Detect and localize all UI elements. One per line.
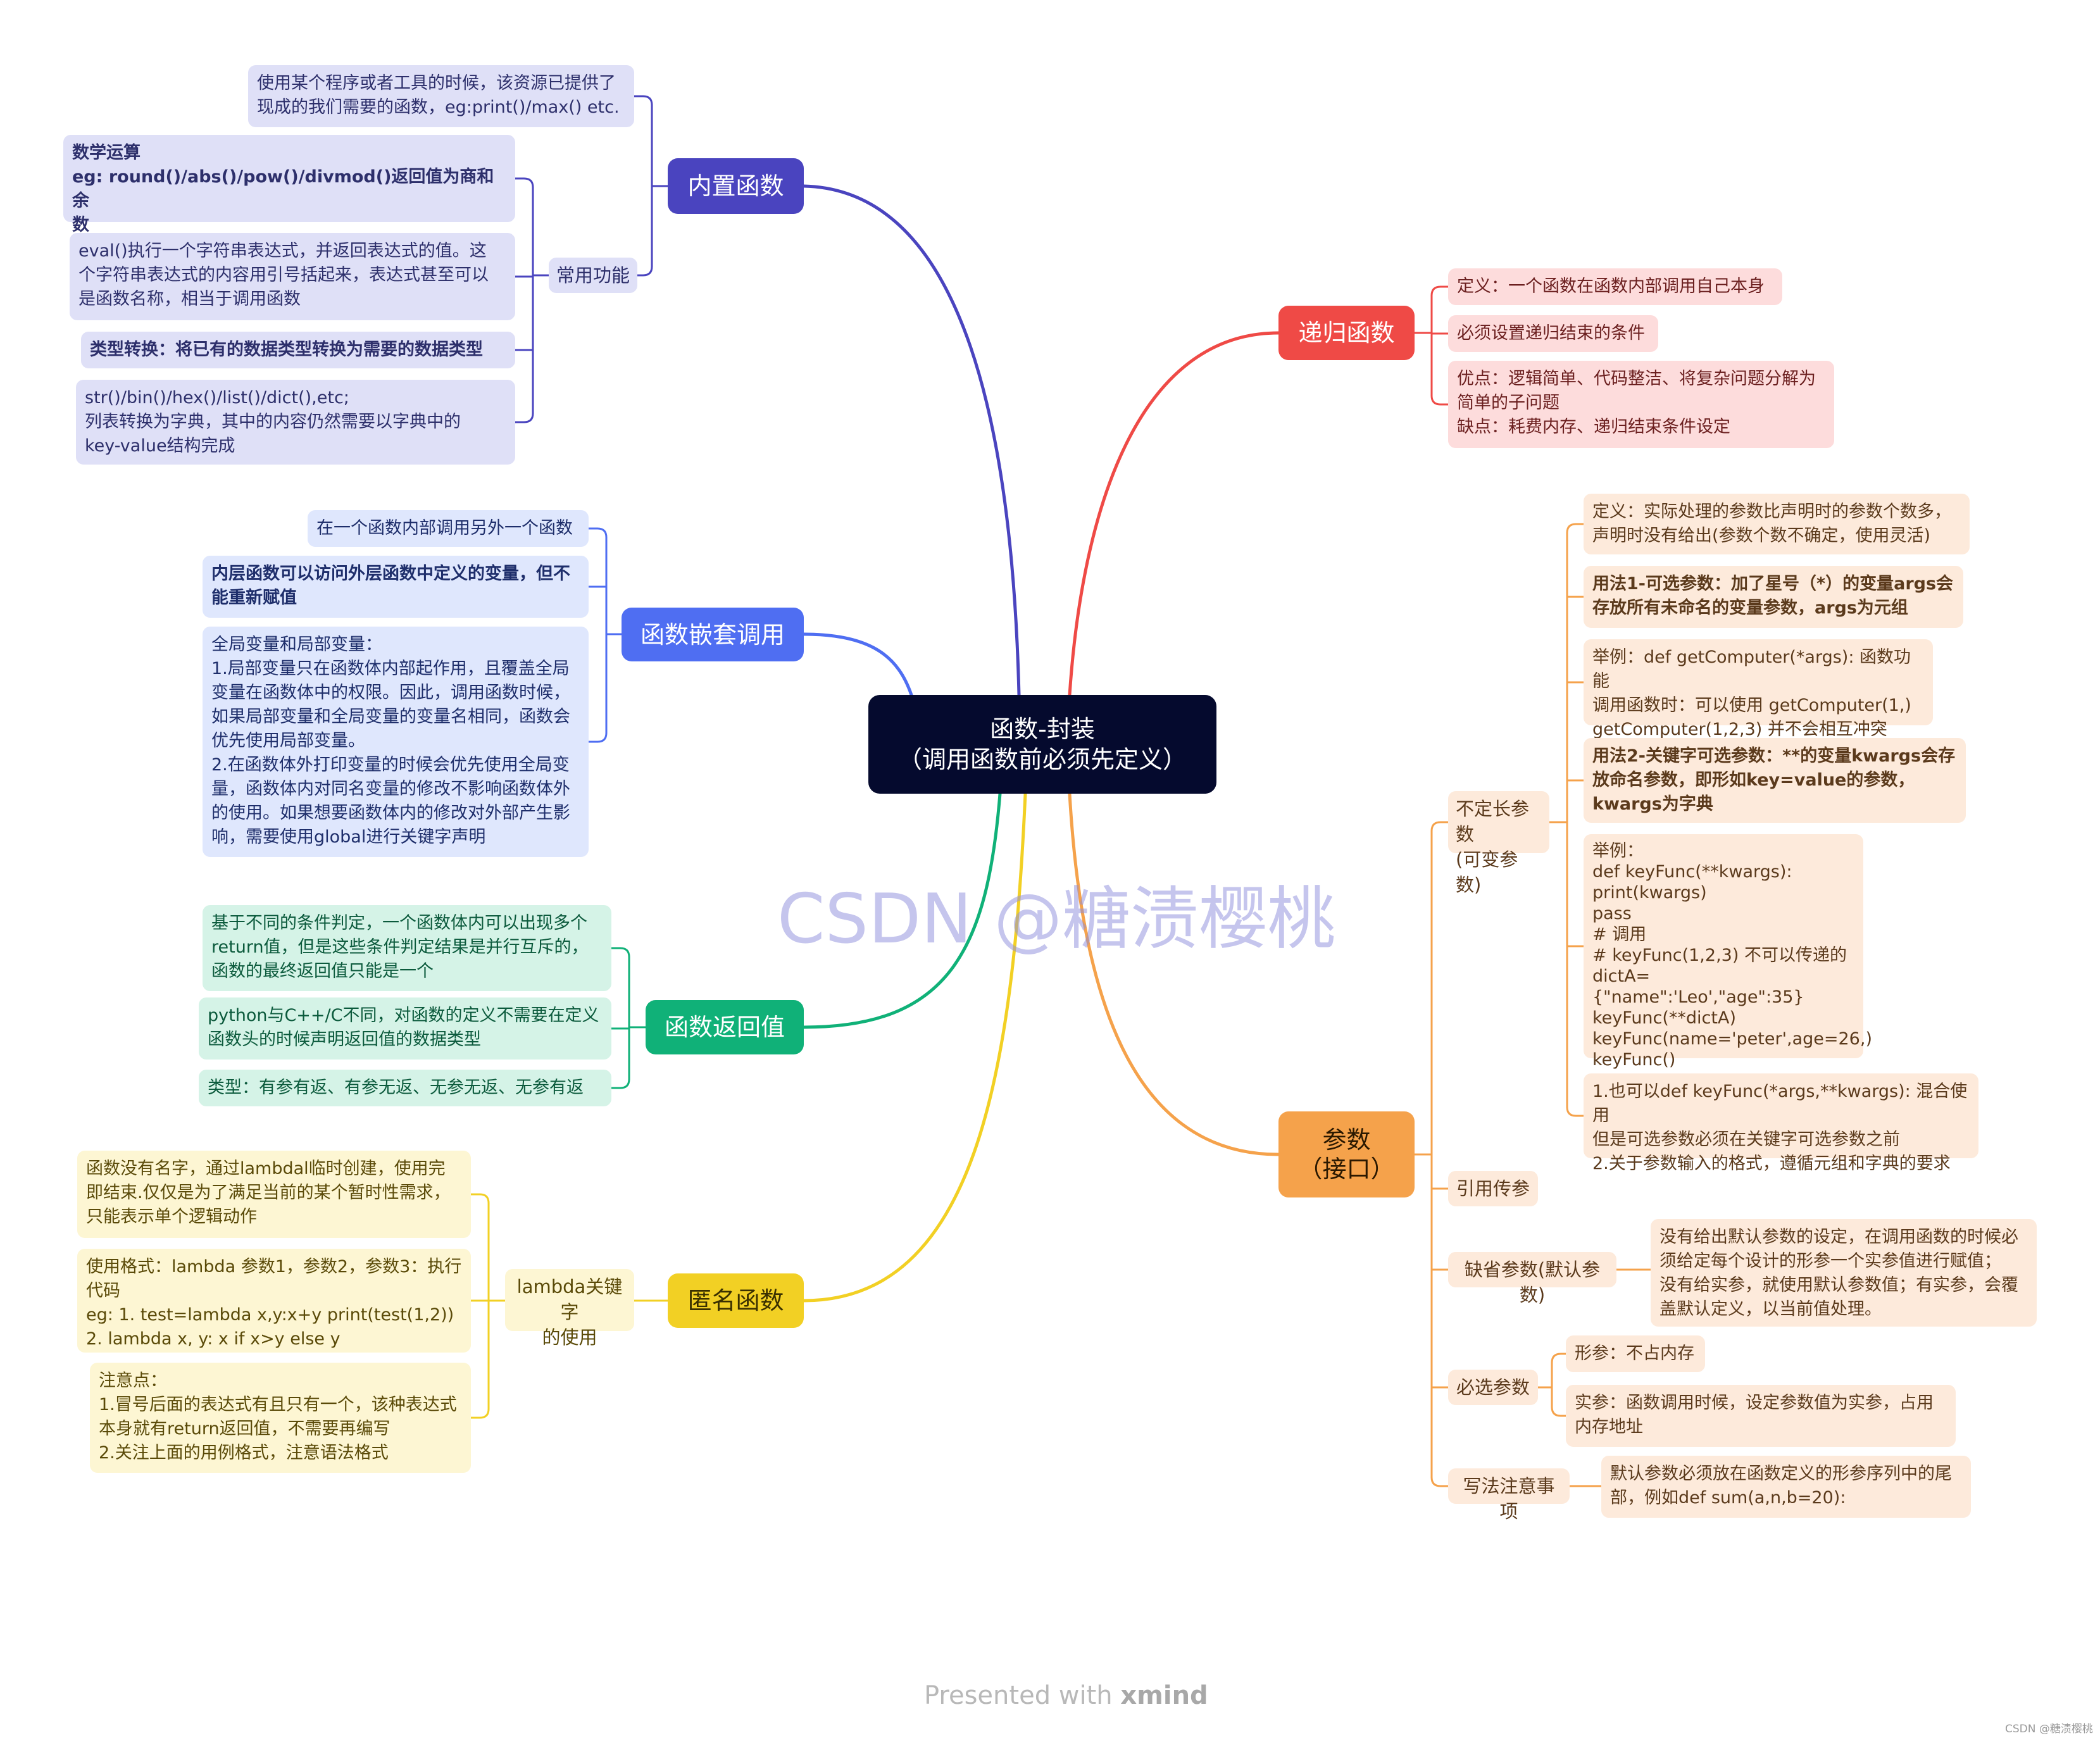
return-types[interactable]: 类型：有参有返、有参无返、无参无返、无参有返 (199, 1070, 611, 1106)
params-actual[interactable]: 实参：函数调用时候，设定参数值为实参，占用 内存地址 (1566, 1385, 1956, 1447)
footer-brand: xmind (1120, 1681, 1208, 1710)
parameters-subtitle: （接口） (1298, 1155, 1395, 1183)
link-nested-branch-0 (587, 527, 608, 539)
link-return-branch-0 (610, 947, 630, 958)
recursion-pros-cons[interactable]: 优点：逻辑简单、代码整洁、将复杂问题分解为 简单的子问题 缺点：耗费内存、递归结… (1448, 361, 1834, 448)
builtin-eval[interactable]: eval()执行一个字符串表达式，并返回表达式的值。这 个字符串表达式的内容用引… (70, 233, 515, 320)
link-anon-branch-0 (470, 1193, 490, 1204)
link-recursion-branch-2 (1430, 394, 1449, 406)
params-reference-label[interactable]: 引用传参 (1448, 1171, 1538, 1206)
link-nested-branch-2 (587, 732, 608, 743)
params-notes-desc[interactable]: 默认参数必须放在函数定义的形参序列中的尾 部，例如def sum(a,n,b=2… (1601, 1456, 1971, 1518)
params-default-desc[interactable]: 没有给出默认参数的设定，在调用函数的时候必 须给定每个设计的形参一个实参值进行赋… (1651, 1219, 2037, 1327)
root-title: 函数-封装 (990, 715, 1095, 743)
params-var-args[interactable]: 用法1-可选参数：加了星号（*）的变量args会 存放所有未命名的变量参数，ar… (1584, 566, 1963, 628)
params-var-mix[interactable]: 1.也可以def keyFunc(*args,**kwargs): 混合使用 但… (1584, 1073, 1978, 1173)
params-var-def[interactable]: 定义：实际处理的参数比声明时的参数个数多， 声明时没有给出(参数个数不确定，使用… (1584, 494, 1970, 554)
link-builtin-branch-0 (633, 95, 653, 106)
link-root-recursion (1068, 331, 1280, 697)
builtin-desc[interactable]: 使用某个程序或者工具的时候，该资源已提供了 现成的我们需要的函数，eg:prin… (248, 65, 634, 127)
params-formal[interactable]: 形参：不占内存 (1566, 1335, 1705, 1372)
root-subtitle: （调用函数前必须先定义） (897, 746, 1187, 773)
parameters-title: 参数 (1322, 1126, 1371, 1154)
nested-call[interactable]: 在一个函数内部调用另外一个函数 (308, 510, 589, 547)
link-var-branch-5 (1566, 1106, 1585, 1117)
topic-nested-call[interactable]: 函数嵌套调用 (622, 608, 804, 661)
anon-notes[interactable]: 注意点： 1.冒号后面的表达式有且只有一个，该种表达式 本身就有return返回… (90, 1363, 471, 1473)
link-root-anon (802, 792, 1027, 1303)
link-recursion-branch-0 (1430, 285, 1449, 297)
recursion-def[interactable]: 定义：一个函数在函数内部调用自己本身 (1448, 268, 1782, 305)
watermark: CSDN @糖渍樱桃 (777, 880, 1336, 959)
return-multi[interactable]: 基于不同的条件判定，一个函数体内可以出现多个 return值，但是这些条件判定结… (203, 905, 611, 991)
link-common-branch-0 (514, 177, 534, 189)
link-params-branch-4 (1430, 1476, 1449, 1487)
link-var-branch-0 (1566, 523, 1585, 534)
link-root-builtin (802, 184, 1021, 697)
topic-return-value[interactable]: 函数返回值 (646, 1000, 804, 1054)
footer-prefix: Presented with (924, 1681, 1121, 1710)
link-params-branch-0 (1430, 821, 1449, 832)
params-var-kwargs[interactable]: 用法2-关键字可选参数：**的变量kwargs会存 放命名参数，即形如key=v… (1584, 738, 1966, 823)
recursion-end[interactable]: 必须设置递归结束的条件 (1448, 315, 1658, 352)
link-root-nested (802, 632, 913, 697)
link-root-params (1068, 792, 1280, 1156)
root-topic[interactable]: 函数-封装 （调用函数前必须先定义） (868, 695, 1216, 794)
nested-inner[interactable]: 内层函数可以访问外层函数中定义的变量，但不 能重新赋值 (203, 556, 589, 618)
link-root-return (802, 792, 1002, 1029)
link-return-branch-2 (610, 1078, 630, 1089)
anon-noname[interactable]: 函数没有名字，通过lambdal临时创建，使用完 即结束.仅仅是为了满足当前的某… (77, 1151, 471, 1238)
topic-parameters[interactable]: 参数 （接口） (1278, 1111, 1415, 1197)
nested-scope[interactable]: 全局变量和局部变量： 1.局部变量只在函数体内部起作用，且覆盖全局 变量在函数体… (203, 627, 589, 857)
params-variable-label[interactable]: 不定长参数 (可变参数) (1448, 791, 1549, 896)
topic-anonymous[interactable]: 匿名函数 (668, 1273, 804, 1328)
anon-usage-label[interactable]: lambda关键字 的使用 (505, 1269, 634, 1348)
params-default-label[interactable]: 缺省参数(默认参数) (1448, 1252, 1616, 1306)
topic-builtin[interactable]: 内置函数 (668, 158, 804, 214)
link-anon-branch-2 (470, 1408, 490, 1419)
builtin-str-funcs[interactable]: str()/bin()/hex()/list()/dict(),etc; 列表转… (76, 380, 515, 465)
builtin-convert[interactable]: 类型转换：将已有的数据类型转换为需要的数据类型 (81, 332, 515, 368)
anon-format[interactable]: 使用格式：lambda 参数1，参数2，参数3：执行 代码 eg: 1. tes… (77, 1249, 471, 1353)
footer-credit: Presented with xmind (924, 1681, 1208, 1710)
link-builtin-branch-1 (636, 265, 653, 277)
params-var-args-example[interactable]: 举例：def getComputer(*args): 函数功能 调用函数时：可以… (1584, 639, 1933, 739)
link-required-branch-1 (1551, 1406, 1567, 1417)
params-notes-label[interactable]: 写法注意事项 (1448, 1468, 1570, 1522)
params-var-kwargs-example[interactable]: 举例： def keyFunc(**kwargs): print(kwargs)… (1584, 834, 1872, 1070)
return-python[interactable]: python与C++/C不同，对函数的定义不需要在定义 函数头的时候声明返回值的… (199, 997, 611, 1060)
link-common-branch-3 (514, 412, 534, 423)
builtin-math[interactable]: 数学运算 eg: round()/abs()/pow()/divmod()返回值… (63, 135, 515, 235)
corner-credit: CSDN @糖渍樱桃 (2005, 1723, 2093, 1735)
params-required-label[interactable]: 必选参数 (1448, 1370, 1538, 1405)
topic-recursion[interactable]: 递归函数 (1278, 306, 1415, 360)
builtin-common-label[interactable]: 常用功能 (549, 258, 637, 293)
link-required-branch-0 (1551, 1353, 1567, 1364)
